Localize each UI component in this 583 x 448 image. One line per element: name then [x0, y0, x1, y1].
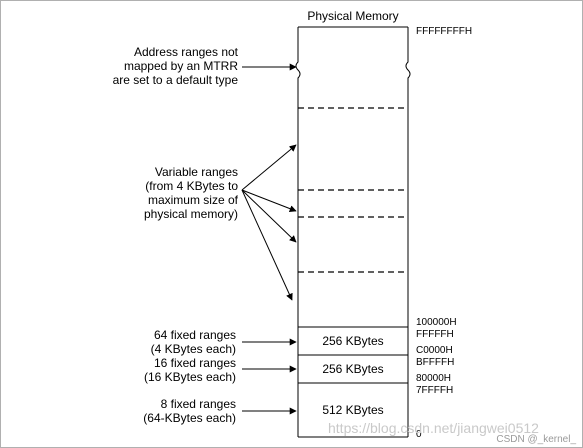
address-top: FFFFFFFFH	[416, 26, 472, 37]
label-unmapped: Address ranges not mapped by an MTRR are…	[113, 45, 239, 87]
svg-text:64 fixed ranges: 64 fixed ranges	[154, 328, 236, 342]
label-fixed-64: 64 fixed ranges (4 KBytes each)	[151, 328, 236, 356]
fixed-range-dividers	[298, 326, 408, 384]
svg-text:Address ranges not: Address ranges not	[134, 45, 239, 59]
svg-text:Variable ranges: Variable ranges	[155, 165, 238, 179]
svg-text:(from 4 KBytes to: (from 4 KBytes to	[145, 179, 238, 193]
label-fixed-16: 16 fixed ranges (16 KBytes each)	[144, 356, 236, 384]
segment-256k-lower: 256 KBytes	[322, 362, 383, 376]
segment-256k-upper: 256 KBytes	[322, 334, 383, 348]
address-80000: 80000H	[416, 373, 451, 384]
address-fffff: FFFFFH	[416, 329, 454, 340]
address-7ffff: 7FFFFH	[416, 385, 453, 396]
svg-text:maximum size of: maximum size of	[148, 193, 239, 207]
memory-column	[295, 26, 411, 438]
svg-text:16 fixed ranges: 16 fixed ranges	[154, 356, 236, 370]
arrow-variable	[241, 189, 297, 212]
svg-text:8 fixed ranges: 8 fixed ranges	[161, 397, 236, 411]
svg-text:(64-KBytes each): (64-KBytes each)	[143, 411, 236, 425]
arrow-variable	[241, 144, 297, 191]
watermark-url: https://blog.csdn.net/jiangwei0512	[328, 420, 539, 436]
watermark-credit: CSDN @_kernel_	[496, 434, 576, 445]
arrow-variable	[241, 189, 293, 301]
address-bffff: BFFFFH	[416, 357, 454, 368]
arrows-variable-ranges	[241, 144, 297, 301]
svg-text:are set to a default type: are set to a default type	[113, 73, 239, 87]
svg-text:(16 KBytes each): (16 KBytes each)	[144, 370, 236, 384]
label-fixed-8: 8 fixed ranges (64-KBytes each)	[143, 397, 236, 425]
diagram-title: Physical Memory	[307, 9, 398, 23]
arrow-variable	[241, 189, 297, 243]
segment-512k: 512 KBytes	[322, 403, 383, 417]
variable-range-dividers	[298, 107, 408, 273]
svg-text:(4 KBytes each): (4 KBytes each)	[151, 342, 236, 356]
svg-text:mapped by an MTRR: mapped by an MTRR	[124, 59, 238, 73]
address-c0000: C0000H	[416, 345, 453, 356]
address-100000: 100000H	[416, 317, 457, 328]
svg-text:physical memory): physical memory)	[144, 207, 238, 221]
label-variable-ranges: Variable ranges (from 4 KBytes to maximu…	[144, 165, 239, 221]
address-zero: 0	[416, 429, 422, 440]
